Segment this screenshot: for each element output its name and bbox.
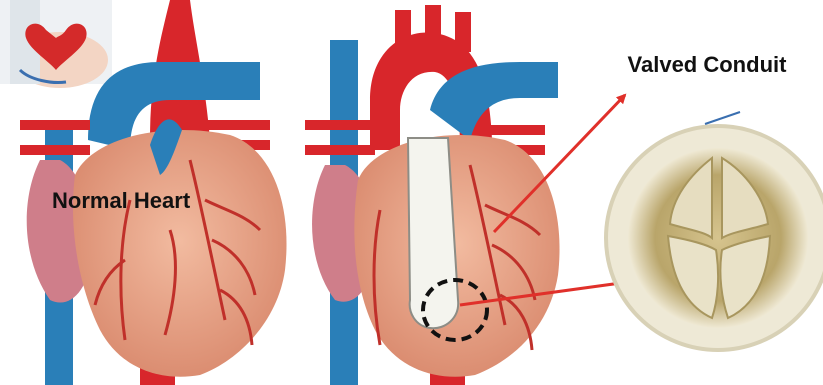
valved-conduit-photo: Valved Conduit xyxy=(606,52,823,350)
ventricle-mass xyxy=(354,135,559,377)
conduit-tube xyxy=(408,138,458,328)
ventricle-mass xyxy=(73,130,287,377)
valved-conduit-label: Valved Conduit xyxy=(628,52,788,77)
normal-heart-label: Normal Heart xyxy=(52,188,191,213)
conduit-heart-illustration xyxy=(305,5,560,385)
